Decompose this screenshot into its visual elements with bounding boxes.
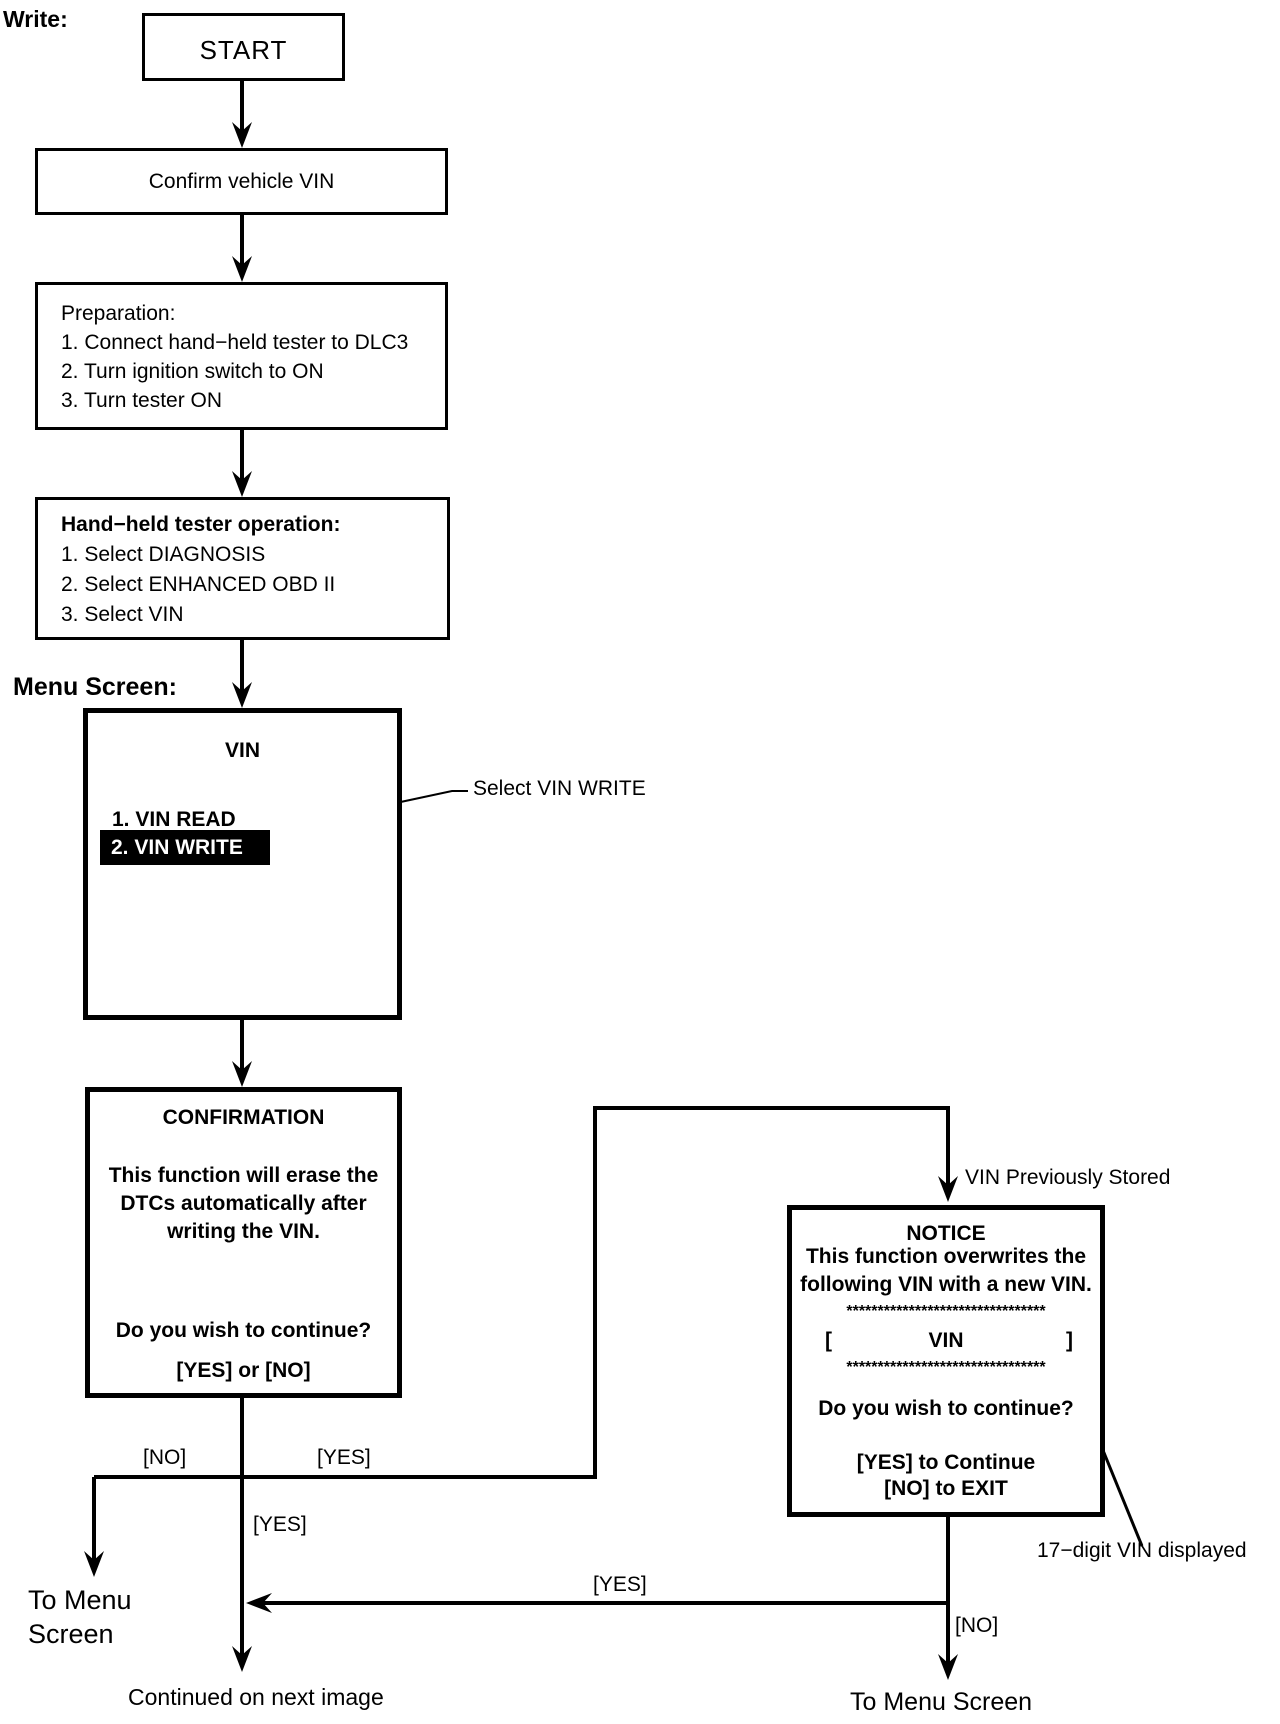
arrowhead-prep [232, 256, 252, 282]
confirmation-title: CONFIRMATION [162, 1106, 325, 1129]
notice-no-line: [NO] to EXIT [884, 1477, 1008, 1500]
confirmation-screen: CONFIRMATION This function will erase th… [85, 1087, 402, 1398]
vin-menu-screen: VIN 1. VIN READ 2. VIN WRITE [83, 708, 402, 1020]
preparation-step-3: 3. Turn tester ON [61, 389, 223, 412]
tester-operation-step-2: 2. Select ENHANCED OBD II [61, 573, 336, 596]
menu-item-vin-read: 1. VIN READ [112, 808, 236, 831]
arrowhead-confirm [232, 122, 252, 148]
preparation-title: Preparation: [61, 302, 176, 325]
notice-question: Do you wish to continue? [818, 1397, 1074, 1420]
notice-stars-bottom: ******************************** [846, 1359, 1046, 1376]
branch-label-yes-return: [YES] [593, 1573, 647, 1596]
notice-screen: NOTICE This function overwrites the foll… [787, 1205, 1105, 1517]
menu-item-vin-write-selected[interactable]: 2. VIN WRITE [100, 830, 270, 865]
notice-vin-bracket-open: [ [825, 1329, 832, 1352]
confirm-vin-box: Confirm vehicle VIN [35, 148, 448, 215]
branch-label-yes-confirmation: [YES] [317, 1446, 371, 1469]
arrowhead-confirmation [232, 1061, 252, 1087]
vin-menu-title: VIN [224, 739, 260, 762]
notice-vin-bracket-close: ] [1066, 1329, 1073, 1352]
to-menu-screen-left: To Menu Screen [28, 1583, 132, 1651]
to-menu-screen-left-line2: Screen [28, 1619, 114, 1649]
tester-operation-box: Hand−held tester operation: 1. Select DI… [35, 497, 450, 640]
confirmation-options: [YES] or [NO] [176, 1359, 311, 1382]
tester-operation-step-3: 3. Select VIN [61, 603, 184, 626]
arrowhead-menu-left [84, 1551, 104, 1577]
to-menu-screen-right: To Menu Screen [850, 1688, 1033, 1716]
notice-body-2: following VIN with a new VIN. [800, 1273, 1092, 1296]
notice-stars-top: ******************************** [846, 1303, 1046, 1320]
arrowhead-notice [938, 1176, 958, 1202]
arrowhead-continued [232, 1646, 252, 1672]
arrowhead-menu-right [938, 1654, 958, 1680]
arrowhead-yes-return [246, 1593, 272, 1613]
seventeen-digit-vin-callout: 17−digit VIN displayed [1037, 1539, 1247, 1562]
tester-operation-step-1: 1. Select DIAGNOSIS [61, 543, 266, 566]
write-section-label: Write: [3, 6, 68, 32]
notice-body-1: This function overwrites the [805, 1245, 1087, 1268]
preparation-step-1: 1. Connect hand−held tester to DLC3 [61, 331, 409, 354]
menu-screen-section-label: Menu Screen: [13, 673, 177, 701]
branch-label-yes-continue: [YES] [253, 1513, 307, 1536]
to-menu-screen-left-line1: To Menu [28, 1585, 132, 1615]
branch-label-no-notice: [NO] [955, 1614, 999, 1637]
continued-next-image-label: Continued on next image [128, 1684, 384, 1710]
confirm-vin-label: Confirm vehicle VIN [148, 170, 335, 193]
start-label: START [199, 35, 288, 65]
select-vin-write-callout: Select VIN WRITE [473, 777, 646, 800]
vin-previously-stored-label: VIN Previously Stored [965, 1166, 1171, 1189]
confirmation-body-2: DTCs automatically after [120, 1192, 367, 1215]
branch-label-no-confirmation: [NO] [143, 1446, 187, 1469]
preparation-step-2: 2. Turn ignition switch to ON [61, 360, 324, 383]
confirmation-body-1: This function will erase the [108, 1164, 379, 1187]
confirmation-question: Do you wish to continue? [115, 1319, 372, 1342]
arrowhead-op [232, 471, 252, 497]
arrowhead-menu [232, 682, 252, 708]
notice-yes-line: [YES] to Continue [856, 1451, 1036, 1474]
confirmation-body-3: writing the VIN. [167, 1220, 320, 1243]
notice-title: NOTICE [906, 1222, 986, 1245]
notice-vin-value: VIN [928, 1329, 964, 1352]
start-box: START [142, 13, 345, 81]
preparation-box: Preparation: 1. Connect hand−held tester… [35, 282, 448, 430]
tester-operation-title: Hand−held tester operation: [61, 513, 341, 536]
